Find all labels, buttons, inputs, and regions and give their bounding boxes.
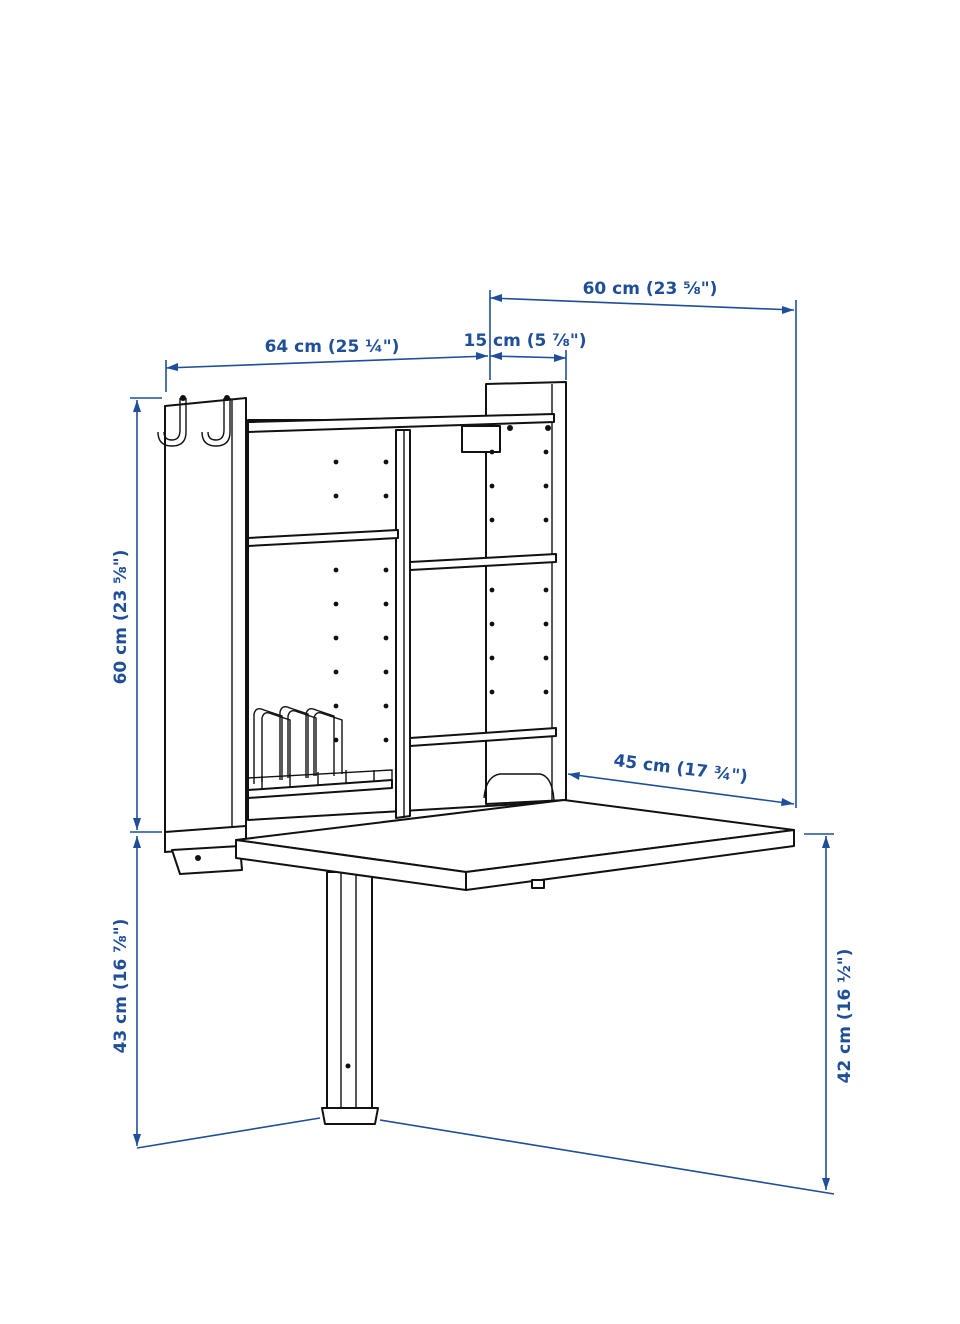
dim-height-label: 60 cm (23 ⅝") (111, 550, 131, 685)
top-clip (461, 425, 501, 453)
dim-width: 64 cm (25 ¼") (165, 337, 489, 392)
dim-total-depth-label: 60 cm (23 ⅝") (583, 279, 718, 299)
top-rail (247, 413, 555, 433)
product-illustration (157, 381, 795, 1125)
dim-shelf-depth-label: 15 cm (5 ⅞") (463, 331, 586, 351)
shelf-peg-holes (333, 449, 549, 743)
dim-width-label: 64 cm (25 ¼") (265, 337, 400, 357)
support-leg (321, 871, 379, 1125)
shelf-right-lower (409, 727, 557, 747)
dim-table-depth: 45 cm (17 ¾") (567, 751, 795, 806)
dish-rack (247, 705, 393, 799)
rear-bracket (483, 773, 555, 801)
dim-height: 60 cm (23 ⅝") (111, 397, 162, 833)
dim-clearance-right: 42 cm (16 ½") (379, 833, 855, 1195)
middle-divider (395, 429, 411, 819)
shelf-left-upper (247, 529, 399, 547)
left-side-panel (164, 397, 247, 847)
wall-bracket (171, 845, 243, 875)
dim-table-depth-label: 45 cm (17 ¾") (612, 751, 748, 787)
coat-hooks (157, 395, 231, 447)
dim-total-depth: 60 cm (23 ⅝") (489, 279, 797, 808)
dim-clearance-left: 43 cm (16 ⅞") (111, 836, 321, 1149)
dim-shelf-depth: 15 cm (5 ⅞") (463, 331, 587, 380)
table-top (235, 799, 795, 891)
dim-clearance-left-label: 43 cm (16 ⅞") (111, 919, 131, 1054)
dim-clearance-right-label: 42 cm (16 ½") (835, 949, 855, 1084)
shelf-right-upper (409, 553, 557, 571)
